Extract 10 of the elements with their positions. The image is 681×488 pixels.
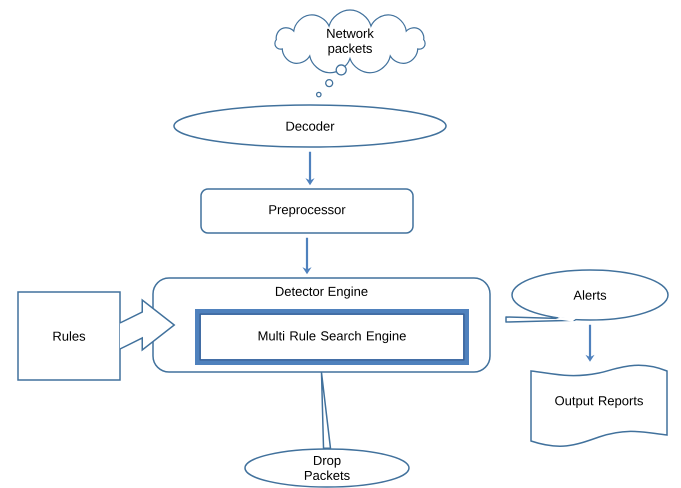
thought-cloud: Network packets xyxy=(274,9,426,74)
callout-pointer xyxy=(320,372,332,450)
ellipse-node: Decoder xyxy=(173,104,447,148)
thought-bubbles xyxy=(316,64,347,98)
block-arrow xyxy=(119,298,176,352)
ellipse-node: Drop Packets xyxy=(244,448,410,488)
search-engine-box: Multi Rule Search Engine xyxy=(195,309,469,365)
process-box: Preprocessor xyxy=(200,188,414,234)
speech-bubble: Alerts xyxy=(505,269,669,323)
rules-box: Rules xyxy=(17,291,121,381)
